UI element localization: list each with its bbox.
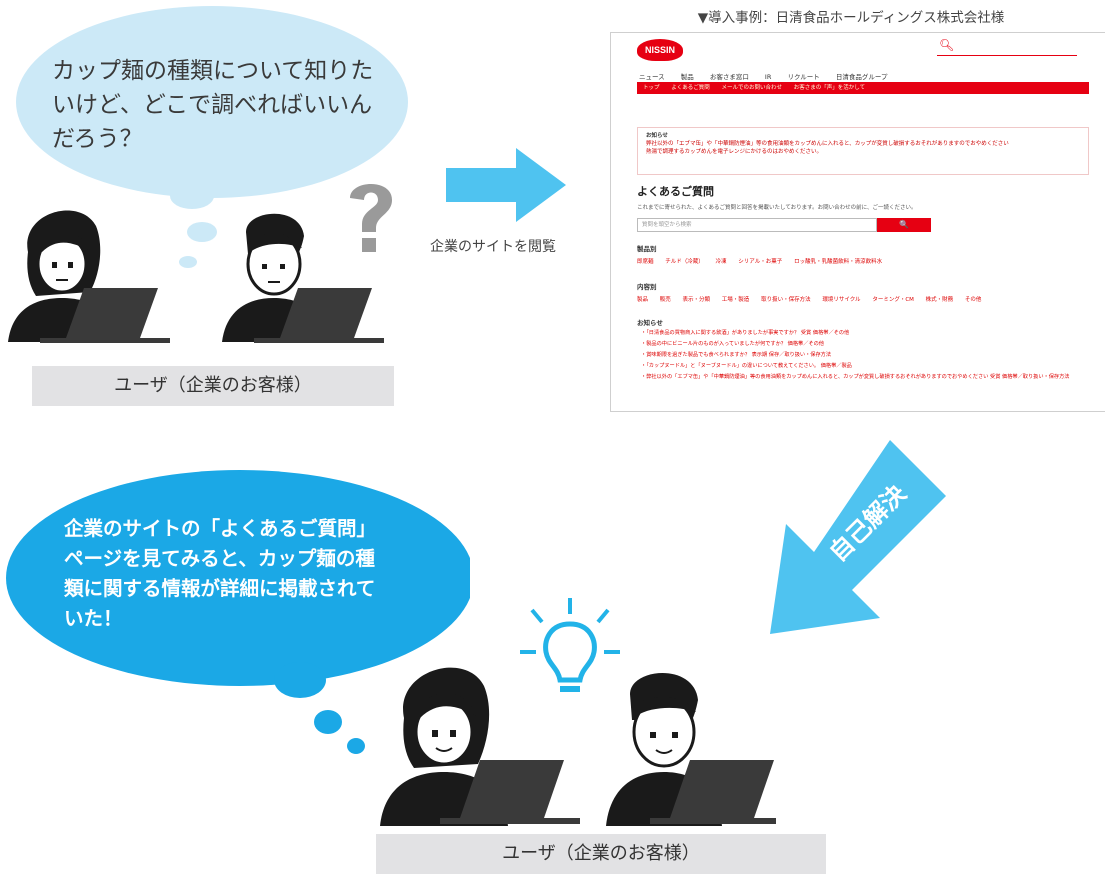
question-line: だろう？ <box>52 126 143 152</box>
nav-item[interactable]: 日清食品グループ <box>835 73 888 81</box>
subnav-item[interactable]: よくあるご質問 <box>671 85 710 91</box>
nav-item[interactable]: リクルート <box>787 73 820 81</box>
woman-user-icon <box>8 210 116 342</box>
search-icon: 🔍︎ <box>939 38 955 52</box>
subnav-item[interactable]: お客さまの「声」を活かして <box>793 85 866 91</box>
arrow-down-left-icon <box>770 440 946 634</box>
search-underline <box>937 55 1077 56</box>
product-link[interactable]: チルド（冷蔵） <box>665 259 704 265</box>
laptop-icon <box>650 760 776 824</box>
user-label-bottom: ユーザ（企業のお客様） <box>376 834 826 874</box>
answer-line: 類に関する情報が詳細に掲載されて <box>64 577 376 600</box>
product-link[interactable]: ロッ酸乳・乳酸菌飲料・清涼飲料水 <box>794 259 883 265</box>
content-link[interactable]: 取り扱い・保存方法 <box>761 297 811 303</box>
nav-item[interactable]: ニュース <box>639 73 665 81</box>
section-heading-product: 製品別 <box>637 245 657 253</box>
section-heading-content: 内容別 <box>637 283 657 291</box>
arrow-right-icon <box>446 148 566 222</box>
faq-title: よくあるご質問 <box>637 185 714 198</box>
subnav-item[interactable]: メールでのお問い合わせ <box>721 85 783 91</box>
news-item[interactable]: ・「日清食品の買物商入に関する飲酒」がありましたが事実ですか？ 受賞 価格帯／そ… <box>641 330 850 336</box>
nav-item[interactable]: 製品 <box>680 73 694 81</box>
content-link[interactable]: 販売 <box>659 297 671 303</box>
answer-text: 企業のサイトの「よくあるご質問」 ページを見てみると、カップ麺の種 類に関する情… <box>64 514 434 634</box>
faq-description: これまでに寄せられた、よくあるご質問と回答を掲載いたしております。お問い合わせの… <box>637 205 917 211</box>
laptop-icon <box>254 288 384 343</box>
content-link[interactable]: 表示・分類 <box>682 297 711 303</box>
notice-box: お知らせ 弊社以外の「エブマ缶」や「中華鍋防煙油」等の食用油類をカップめんに入れ… <box>637 127 1089 175</box>
content-link[interactable]: ターミング・CM <box>872 297 914 303</box>
product-link[interactable]: 冷凍 <box>715 259 727 265</box>
notice-line[interactable]: 熱湯で調理するカップめんを電子レンジにかけるのはおやめください。 <box>646 149 823 155</box>
nav-item[interactable]: IR <box>764 73 772 81</box>
nav-item[interactable]: お客さま窓口 <box>709 73 749 81</box>
subnav-bar: トップ よくあるご質問 メールでのお問い合わせ お客さまの「声」を活かして <box>637 82 1089 94</box>
case-caption: ▼導入事例：日清食品ホールディングス株式会社様 <box>697 10 1005 26</box>
faq-search-input[interactable]: 質問を頭空から検索 <box>637 218 877 232</box>
product-links: 即席麺 チルド（冷蔵） 冷凍 シリアル・お菓子 ロッ酸乳・乳酸菌飲料・清涼飲料水 <box>637 257 892 265</box>
answer-line: 企業のサイトの「よくあるご質問」 <box>64 517 377 540</box>
content-link[interactable]: 株式・財務 <box>925 297 954 303</box>
content-link[interactable]: 環境リサイクル <box>822 297 861 303</box>
thought-bubble-top <box>16 6 408 268</box>
question-line: カップ麺の種類について知りた <box>52 58 374 84</box>
laptop-icon <box>440 760 580 824</box>
users-confused-illustration <box>8 210 384 343</box>
faq-search-button[interactable]: 🔍 <box>877 218 931 232</box>
notice-line[interactable]: 弊社以外の「エブマ缶」や「中華鍋防煙油」等の食用油類をカップめんに入れると、カッ… <box>646 141 1009 147</box>
news-item[interactable]: ・「カップヌードル」と「ヌーブヌードル」の違いについて教えてください。 価格帯／… <box>641 363 852 369</box>
news-item[interactable]: ・弊社以外の「エブマ缶」や「中華鍋防煙油」等の食用油類をカップめんに入れると、カ… <box>641 374 1070 380</box>
product-link[interactable]: シリアル・お菓子 <box>738 259 783 265</box>
news-item[interactable]: ・製品の中にビニール片のものが入っていましたが何ですか？ 価格帯／その他 <box>641 341 824 347</box>
site-nav: ニュース 製品 お客さま窓口 IR リクルート 日清食品グループ <box>639 71 901 81</box>
nissin-logo: NISSIN <box>637 39 683 61</box>
news-item[interactable]: ・賞味期限を過ぎた製品でも食べられますか？ 表示期 保存／取り扱い・保存方法 <box>641 352 832 358</box>
users-satisfied-illustration <box>380 667 776 826</box>
lightbulb-icon <box>520 598 620 692</box>
speech-bubble-bottom <box>6 470 470 754</box>
answer-line: ページを見てみると、カップ麺の種 <box>64 547 375 570</box>
laptop-icon <box>40 288 170 343</box>
question-text: カップ麺の種類について知りた いけど、どこで調べればいいん だろう？ <box>52 54 382 156</box>
website-screenshot: NISSIN 🔍︎ ニュース 製品 お客さま窓口 IR リクルート 日清食品グル… <box>610 32 1105 412</box>
subnav-item[interactable]: トップ <box>643 85 660 91</box>
user-label-top: ユーザ（企業のお客様） <box>32 366 394 406</box>
browse-label: 企業のサイトを閲覧 <box>430 239 556 255</box>
content-link[interactable]: 工場・製造 <box>721 297 750 303</box>
answer-line: いた！ <box>64 607 123 630</box>
product-link[interactable]: 即席麺 <box>637 259 654 265</box>
content-link[interactable]: その他 <box>964 297 982 303</box>
content-links: 製品 販売 表示・分類 工場・製造 取り扱い・保存方法 環境リサイクル ターミン… <box>637 295 991 303</box>
section-heading-news: お知らせ <box>637 319 663 327</box>
question-mark-icon <box>350 184 392 252</box>
question-line: いけど、どこで調べればいいん <box>52 92 373 118</box>
content-link[interactable]: 製品 <box>637 297 649 303</box>
notice-heading: お知らせ <box>646 133 668 139</box>
